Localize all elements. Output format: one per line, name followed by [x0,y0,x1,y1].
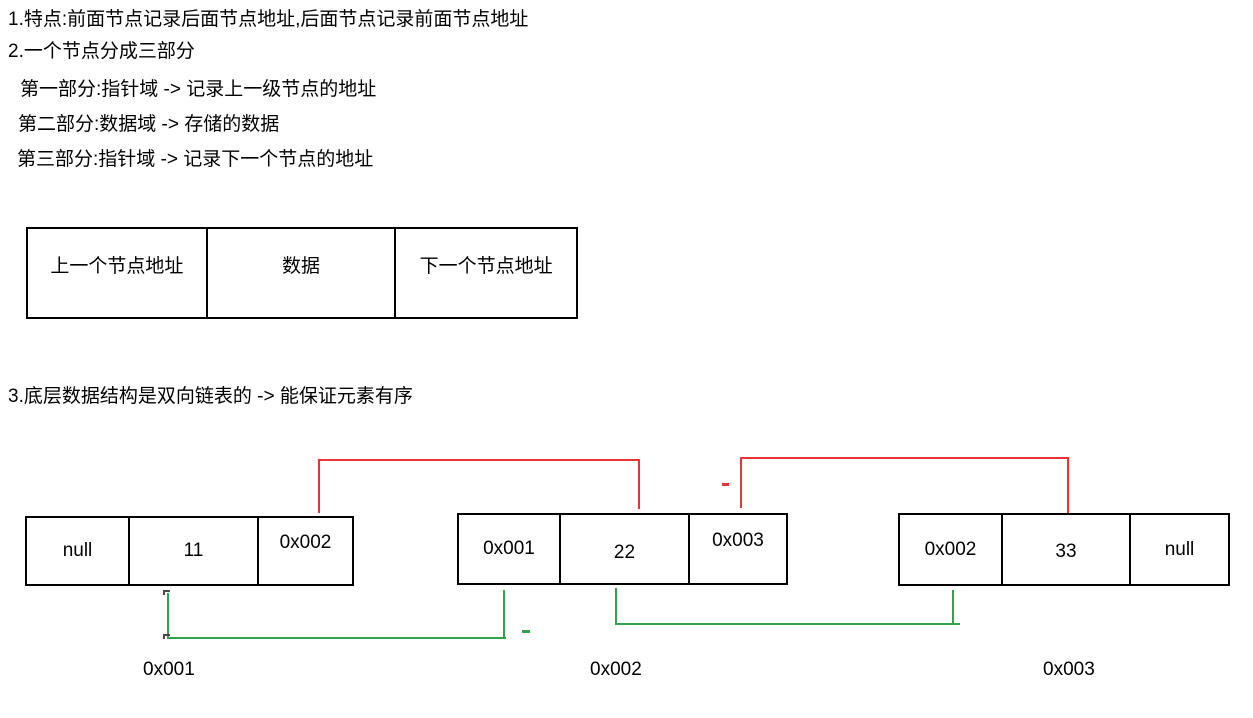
note-line-4: 第二部分:数据域 -> 存储的数据 [18,114,280,135]
node-2-next-value: 0x003 [712,530,764,551]
prev-address-cell: 上一个节点地址 [28,229,208,317]
node-3: 0x002 33 null [898,513,1230,586]
prev-pointer-arc-1-left [167,593,169,639]
next-pointer-arc-2-top [740,457,1069,459]
node-1-next-cell: 0x002 [259,518,352,584]
next-pointer-arc-1-left [318,459,320,513]
prev-pointer-arc-2-bottom [615,623,960,625]
node-1-data-value: 11 [183,540,204,561]
node-address-label-2: 0x002 [590,659,642,680]
stray-red-mark [722,483,729,486]
next-pointer-arc-1-right [638,459,640,509]
node-2-next-cell: 0x003 [690,515,786,583]
note-line-3: 第一部分:指针域 -> 记录上一级节点的地址 [20,79,377,100]
node-3-prev-cell: 0x002 [900,515,1003,584]
note-line-2: 2.一个节点分成三部分 [8,41,195,62]
node-3-next-value: null [1164,538,1195,560]
next-pointer-arc-1-top [318,459,640,461]
node-address-label-3: 0x003 [1043,659,1095,680]
next-pointer-arc-2-right [1067,457,1069,518]
node-2-prev-cell: 0x001 [459,515,561,583]
node-1-next-value: 0x002 [279,532,332,553]
note-line-1: 1.特点:前面节点记录后面节点地址,后面节点记录前面节点地址 [8,9,529,30]
node-1-prev-cell: null [27,518,130,584]
data-cell: 数据 [208,229,397,317]
node-2-data-cell: 22 [561,515,690,583]
handle-mark-bottom [163,634,170,639]
node-address-label-1: 0x001 [143,659,195,680]
stray-green-mark [522,630,530,633]
node-1: null 11 0x002 [25,516,354,586]
note-line-6: 3.底层数据结构是双向链表的 -> 能保证元素有序 [8,386,413,407]
next-pointer-arc-2-left [740,457,742,508]
next-address-cell: 下一个节点地址 [419,256,553,277]
node-3-data-value: 33 [1055,540,1077,562]
prev-pointer-arc-2-left [615,588,617,625]
node-3-prev-value: 0x002 [924,538,977,560]
node-2: 0x001 22 0x003 [457,513,788,585]
node-3-next-cell: null [1131,515,1228,584]
node-2-data-value: 22 [613,542,636,563]
prev-pointer-arc-1-right [503,590,505,639]
note-line-5: 第三部分:指针域 -> 记录下一个节点的地址 [17,149,374,170]
node-1-prev-value: null [62,540,93,561]
node-2-prev-value: 0x001 [483,538,535,559]
node-1-data-cell: 11 [130,518,259,584]
node-3-data-cell: 33 [1003,515,1131,584]
prev-pointer-arc-2-right [952,590,954,625]
node-structure-table: 上一个节点地址 数据 下一个节点地址 [26,227,578,319]
handle-mark-top [163,590,170,595]
prev-pointer-arc-1-bottom [167,637,506,639]
